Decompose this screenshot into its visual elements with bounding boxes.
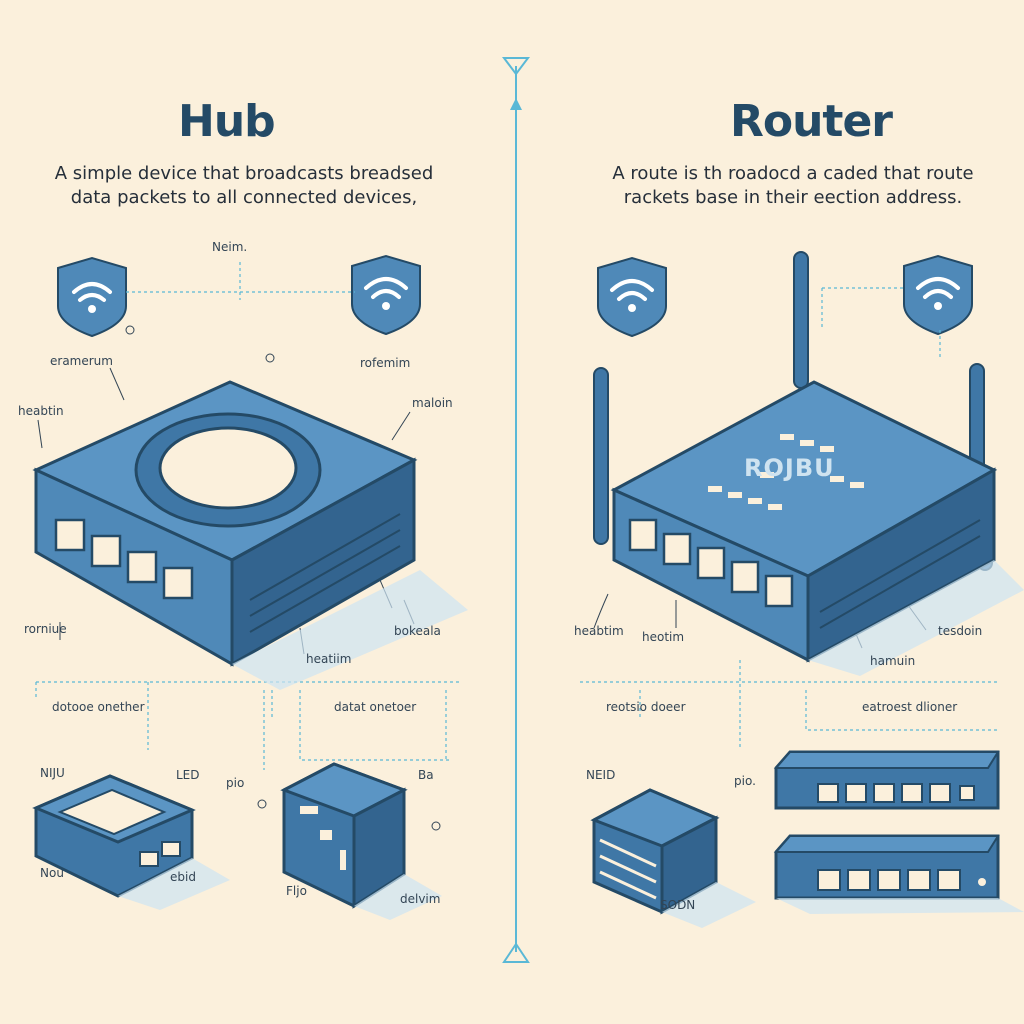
hub-label: maloin — [412, 396, 453, 410]
router-switch-bottom — [773, 834, 1024, 914]
router-label: NEID — [586, 768, 616, 782]
router-switch-top — [773, 750, 1000, 810]
hub-label: rofemim — [360, 356, 411, 370]
router-label: reotsio doeer — [606, 700, 686, 714]
hub-title: Hub — [178, 96, 276, 147]
router-label: eatroest dlioner — [862, 700, 958, 714]
router-leader-lines — [580, 287, 1000, 750]
wifi-icon — [57, 256, 127, 338]
router-label: heabtim — [574, 624, 624, 638]
router-device-label: ROJBU — [744, 454, 835, 482]
hub-description-line-1: A simple device that broadcasts breadsed — [54, 163, 434, 184]
decorative-dots — [125, 325, 441, 831]
hub-label: datat onetoer — [334, 700, 417, 714]
router-label: heotim — [642, 630, 685, 644]
router-main-device — [610, 380, 1024, 676]
hub-label: dotooe onether — [52, 700, 145, 714]
router-small-device-left — [590, 788, 756, 928]
hub-label: LED — [176, 768, 200, 782]
hub-label: ebid — [170, 870, 196, 884]
hub-label: heatiim — [306, 652, 352, 666]
hub-label: pio — [226, 776, 245, 790]
hub-label: eramerum — [50, 354, 113, 368]
hub-leader-lines — [35, 262, 460, 770]
router-description-line-1: A route is th roadocd a caded that route — [612, 163, 974, 184]
hub-small-device-right — [280, 762, 442, 920]
hub-label: heabtin — [18, 404, 64, 418]
hub-main-device — [32, 380, 468, 690]
wifi-icon — [903, 254, 973, 336]
wifi-icon — [597, 256, 667, 338]
wifi-icon — [351, 254, 421, 336]
hub-label: Fljo — [286, 884, 307, 898]
hub-label: delvim — [400, 892, 441, 906]
router-label: tesdoin — [938, 624, 983, 638]
center-divider — [502, 57, 530, 963]
router-label: SODN — [660, 898, 696, 912]
hub-label: Nou — [40, 866, 64, 880]
hub-small-device-left — [32, 774, 230, 910]
router-title: Router — [730, 96, 893, 147]
router-description-line-2: rackets base in their eection address. — [623, 187, 963, 208]
router-label: hamuin — [870, 654, 916, 668]
hub-label: bokeala — [394, 624, 441, 638]
hub-description-line-2: data packets to all connected devices, — [70, 187, 418, 208]
hub-label: Ba — [418, 768, 434, 782]
router-label: pio. — [734, 774, 756, 788]
hub-label: NIJU — [40, 766, 65, 780]
hub-label: rorniue — [24, 622, 67, 636]
hub-label: Neim. — [212, 240, 248, 254]
